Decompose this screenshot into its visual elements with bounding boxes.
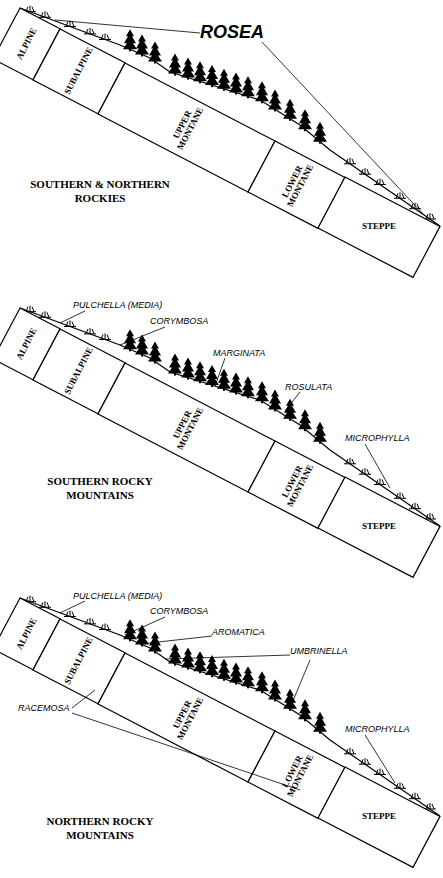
zone-label: STEPPE [362,522,396,531]
band-shape [98,653,275,782]
species-label: PULCHELLA (MEDIA) [73,591,162,601]
zone-band: UPPER MONTANE [98,63,275,192]
panel-title: SOUTHERN & NORTHERN ROCKIES [20,178,180,206]
zone-label: STEPPE [362,812,396,821]
species-label: MICROPHYLLA [345,724,410,734]
band-shape [318,477,440,577]
species-label: UMBRINELLA [290,646,348,656]
band-shape [98,363,275,492]
species-label: MICROPHYLLA [345,433,410,443]
species-label: ROSEA [200,22,264,43]
zone-band: UPPER MONTANE [98,363,275,492]
zone-band: STEPPE [318,767,440,867]
zone-band: STEPPE [318,177,440,277]
panel-title: SOUTHERN ROCKY MOUNTAINS [20,475,180,503]
species-label: AROMATICA [212,627,265,637]
band-shape [98,63,275,192]
species-label: PULCHELLA (MEDIA) [73,300,162,310]
species-label: CORYMBOSA [150,316,208,326]
band-shape [318,767,440,867]
species-label: RACEMOSA [18,703,70,713]
species-label: CORYMBOSA [150,606,208,616]
zone-label: STEPPE [362,222,396,231]
band-shape [318,177,440,277]
zone-band: STEPPE [318,477,440,577]
zone-band: UPPER MONTANE [98,653,275,782]
species-label: MARGINATA [213,348,265,358]
species-label: ROSULATA [285,382,332,392]
panel-title: NORTHERN ROCKY MOUNTAINS [20,815,180,843]
